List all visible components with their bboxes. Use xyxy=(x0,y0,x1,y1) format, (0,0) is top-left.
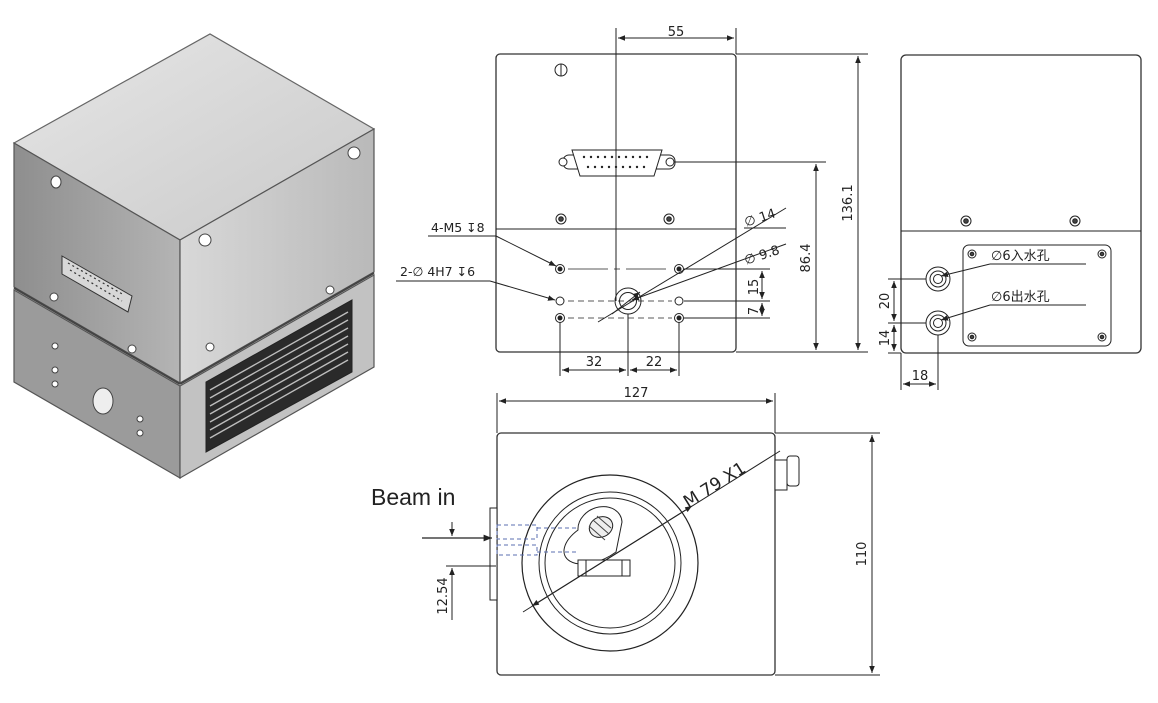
dim-14: 14 xyxy=(878,330,893,347)
iso-hole xyxy=(347,146,361,160)
dim-12-54: 12.54 xyxy=(436,577,451,614)
iso-vent-slots xyxy=(209,311,349,439)
side-connector xyxy=(774,459,788,491)
iso-hole xyxy=(127,344,137,354)
iso-beam-port xyxy=(92,387,114,415)
iso-hole xyxy=(198,233,212,247)
input-flange xyxy=(489,507,498,601)
plate-screws xyxy=(967,249,1107,342)
dim-110: 110 xyxy=(855,542,870,567)
pin-holes xyxy=(555,296,684,306)
front-view: 55 136.1 86.4 15 7 32 22 4-M5 ↧8 2-∅ xyxy=(396,25,868,376)
dim-20: 20 xyxy=(878,293,893,310)
iso-hole xyxy=(136,429,144,437)
dsub-connector xyxy=(558,149,676,177)
water-cover-plate xyxy=(962,244,1112,347)
iso-hole xyxy=(205,342,215,352)
side-view: ∅6入水孔 ∅6出水孔 20 14 18 xyxy=(878,54,1142,390)
dim-86-4: 86.4 xyxy=(799,244,814,273)
label-2-pin-holes: 2-∅ 4H7 ↧6 xyxy=(400,264,475,279)
water-outlet xyxy=(925,310,951,336)
top-view: Beam in 12.54 M 79 X1 127 110 xyxy=(371,386,880,676)
dim-127: 127 xyxy=(624,386,649,401)
isometric-view xyxy=(12,33,376,480)
label-4-m5: 4-M5 ↧8 xyxy=(431,220,485,235)
water-inlet xyxy=(925,266,951,292)
dim-22: 22 xyxy=(646,355,663,370)
iso-hole xyxy=(51,342,59,350)
label-d9-8: ∅ 9.8 xyxy=(743,243,782,268)
front-screws xyxy=(555,213,675,225)
dim-18: 18 xyxy=(912,369,929,384)
label-water-in: ∅6入水孔 xyxy=(991,249,1050,264)
side-screws xyxy=(960,215,1081,227)
iso-hole xyxy=(325,285,335,295)
iso-hole xyxy=(136,415,144,423)
iso-hole xyxy=(51,380,59,388)
label-water-out: ∅6出水孔 xyxy=(991,290,1050,305)
dim-32: 32 xyxy=(586,355,603,370)
dim-55: 55 xyxy=(668,25,685,40)
label-d14: ∅ 14 xyxy=(743,206,778,230)
iso-dsub-connector xyxy=(61,255,133,313)
iso-connector-pins xyxy=(67,262,125,302)
iso-hole xyxy=(51,366,59,374)
iso-hole xyxy=(50,175,62,189)
iso-hole xyxy=(49,292,59,302)
galvo-mirror-x xyxy=(577,559,631,577)
dim-136-1: 136.1 xyxy=(841,184,856,221)
label-beam-in: Beam in xyxy=(371,484,455,510)
dim-15: 15 xyxy=(747,279,762,296)
dim-7: 7 xyxy=(747,307,762,315)
iso-right-upper xyxy=(179,127,375,385)
